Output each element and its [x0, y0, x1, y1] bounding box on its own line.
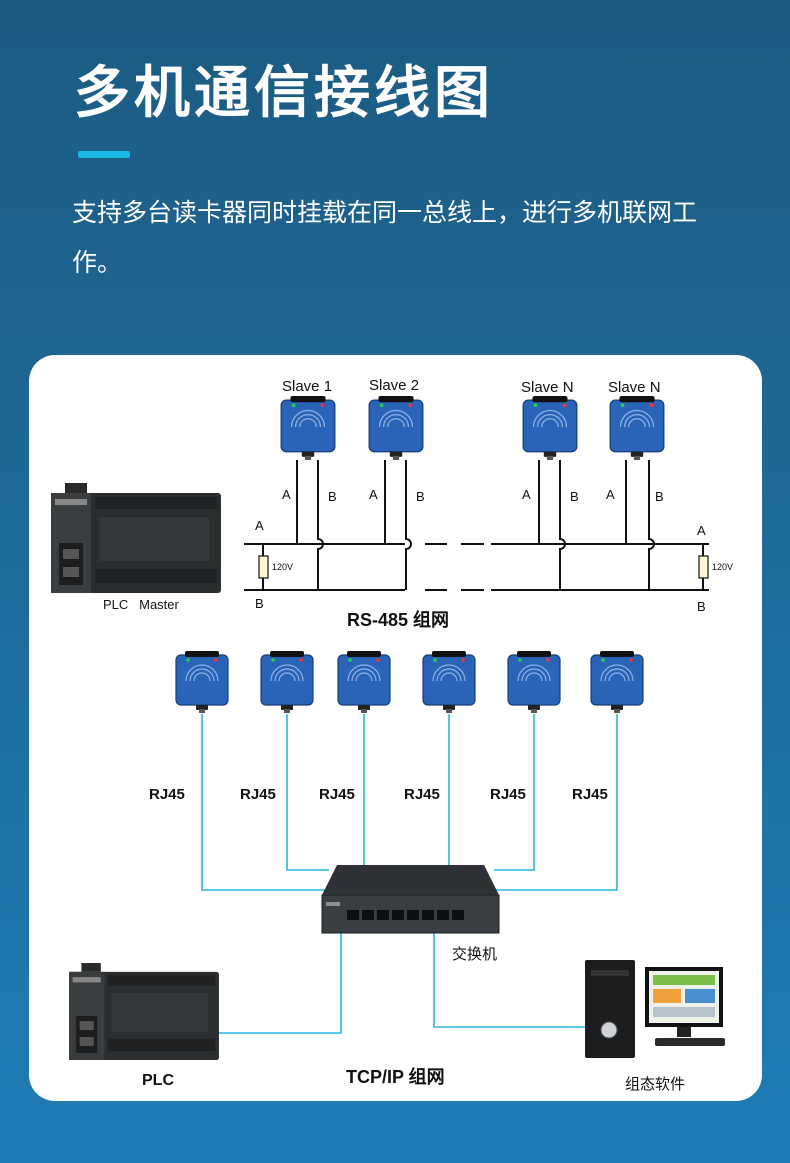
plc-device	[69, 963, 219, 1060]
label-a: A	[606, 487, 615, 502]
network-reader	[422, 651, 476, 713]
network-reader	[175, 651, 229, 713]
rj45-label: RJ45	[240, 786, 276, 803]
label-a: A	[369, 487, 378, 502]
slave-reader-n1	[522, 396, 578, 460]
resistor-left	[258, 555, 269, 579]
label-b: B	[570, 489, 579, 504]
software-label: 组态软件	[625, 1076, 685, 1093]
slave-reader-n2	[609, 396, 665, 460]
page-title: 多机通信接线图	[74, 61, 494, 126]
slave-label-2: Slave 2	[369, 377, 419, 394]
diagram-card: PLC Master Slave 1 Slave 2 Slave N Slave…	[29, 355, 762, 1101]
switch-label: 交换机	[452, 945, 497, 963]
scada-computer	[585, 960, 725, 1058]
rs485-bus	[244, 460, 709, 591]
rj45-label: RJ45	[149, 786, 185, 803]
rj45-label: RJ45	[572, 786, 608, 803]
rj45-label: RJ45	[490, 786, 526, 803]
tcpip-section: RJ45 RJ45 RJ45 RJ45 RJ45 RJ45 交换机 PLC	[69, 651, 725, 1093]
rs485-network-label: RS-485 组网	[347, 609, 449, 630]
rj45-label: RJ45	[319, 786, 355, 803]
network-reader	[507, 651, 561, 713]
wiring-diagram: PLC Master Slave 1 Slave 2 Slave N Slave…	[51, 377, 733, 1093]
resistor-right-label: 120V	[712, 562, 733, 572]
network-switch	[321, 865, 500, 934]
slave-label-n1: Slave N	[521, 379, 574, 396]
bus-label-a-right: A	[697, 523, 706, 538]
slave-reader-2	[368, 396, 424, 460]
bus-label-b-right: B	[697, 599, 706, 614]
network-reader	[260, 651, 314, 713]
slave-reader-1	[280, 396, 336, 460]
bus-label-a-left: A	[255, 518, 264, 533]
label-a: A	[522, 487, 531, 502]
plc-master-label: PLC Master	[103, 597, 180, 612]
network-reader	[337, 651, 391, 713]
plc-master-device	[51, 483, 221, 593]
label-b: B	[655, 489, 664, 504]
title-accent-bar	[78, 151, 130, 158]
rs485-section: PLC Master Slave 1 Slave 2 Slave N Slave…	[51, 377, 733, 630]
resistor-right	[698, 555, 709, 579]
slave-label-n2: Slave N	[608, 379, 661, 396]
plc-label: PLC	[142, 1072, 174, 1089]
page-description: 支持多台读卡器同时挂载在同一总线上，进行多机联网工作。	[72, 198, 698, 277]
resistor-left-label: 120V	[272, 562, 293, 572]
bus-label-b-left: B	[255, 596, 264, 611]
label-a: A	[282, 487, 291, 502]
network-reader	[590, 651, 644, 713]
ethernet-cables	[201, 714, 618, 1034]
label-b: B	[328, 489, 337, 504]
rj45-label: RJ45	[404, 786, 440, 803]
slave-label-1: Slave 1	[282, 378, 332, 395]
tcpip-network-label: TCP/IP 组网	[346, 1066, 445, 1087]
label-b: B	[416, 489, 425, 504]
